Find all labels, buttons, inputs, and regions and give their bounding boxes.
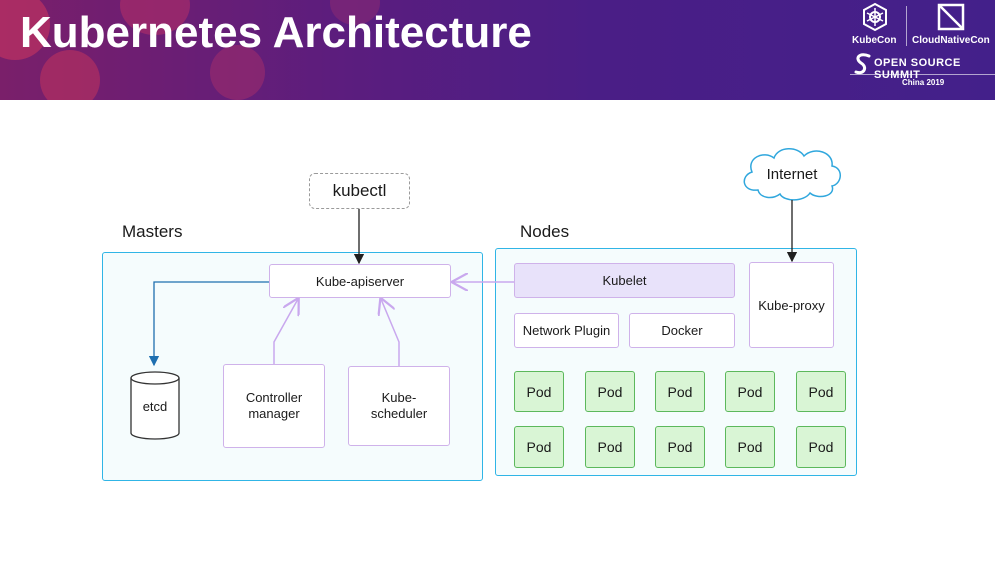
nodes-label: Nodes: [520, 222, 570, 241]
decorative-flower: [210, 45, 265, 100]
open-source-summit-logo-icon: [852, 52, 874, 76]
network-plugin-label: Network Plugin: [522, 323, 611, 338]
pod-box: Pod: [655, 426, 705, 468]
pod-box: Pod: [514, 371, 564, 412]
pod-label: Pod: [808, 383, 834, 400]
pod-box: Pod: [585, 371, 635, 412]
pod-box: Pod: [585, 426, 635, 468]
pod-label: Pod: [737, 383, 763, 400]
pod-label: Pod: [597, 383, 623, 400]
controller-manager-label-line1: Controller: [245, 390, 303, 405]
etcd-label: etcd: [142, 398, 168, 414]
pod-box: Pod: [655, 371, 705, 412]
edition-label: China 2019: [902, 78, 945, 87]
pod-label: Pod: [667, 439, 693, 455]
kube-proxy-box: Kube-proxy: [749, 262, 834, 348]
kubecon-logo-icon: [860, 2, 890, 32]
slide-title: Kubernetes Architecture: [20, 8, 532, 57]
logo-divider: [906, 6, 907, 46]
pod-box: Pod: [796, 426, 846, 468]
cloudnativecon-logo-icon: [936, 2, 966, 32]
pod-label: Pod: [808, 439, 834, 455]
kube-proxy-label: Kube-proxy: [758, 297, 825, 313]
kube-scheduler-box: Kube- scheduler: [348, 366, 450, 446]
kubectl-label: kubectl: [332, 181, 387, 200]
decorative-flower: [40, 50, 100, 100]
logo-underline: [850, 74, 995, 75]
masters-label: Masters: [122, 222, 183, 241]
pod-box: Pod: [796, 371, 846, 412]
cloudnativecon-label: CloudNativeCon: [912, 35, 990, 46]
pod-label: Pod: [737, 439, 763, 455]
kubelet-box: Kubelet: [514, 263, 735, 298]
docker-box: Docker: [629, 313, 735, 348]
pod-label: Pod: [526, 439, 552, 455]
network-plugin-box: Network Plugin: [514, 313, 619, 348]
pod-box: Pod: [725, 371, 775, 412]
kube-scheduler-label-line2: scheduler: [370, 406, 428, 421]
kubectl-box: kubectl: [309, 173, 410, 209]
kubelet-label: Kubelet: [602, 273, 647, 288]
pod-label: Pod: [667, 383, 693, 400]
pod-label: Pod: [597, 439, 623, 455]
pod-box: Pod: [725, 426, 775, 468]
summit-label: OPEN SOURCE SUMMIT: [874, 57, 961, 81]
kube-scheduler-label-line1: Kube-: [381, 390, 417, 405]
docker-label: Docker: [661, 323, 703, 338]
event-logos: KubeCon CloudNativeCon OPEN SOURCE SUMMI…: [850, 0, 995, 100]
kubecon-label: KubeCon: [852, 35, 897, 46]
pod-label: Pod: [526, 383, 552, 400]
controller-manager-label-line2: manager: [248, 406, 300, 421]
controller-manager-box: Controller manager: [223, 364, 325, 448]
header-banner: Kubernetes Architecture KubeCon CloudNat…: [0, 0, 995, 100]
pod-box: Pod: [514, 426, 564, 468]
kube-apiserver-label: Kube-apiserver: [315, 273, 405, 289]
internet-label: Internet: [766, 165, 818, 183]
kube-apiserver-box: Kube-apiserver: [269, 264, 451, 298]
